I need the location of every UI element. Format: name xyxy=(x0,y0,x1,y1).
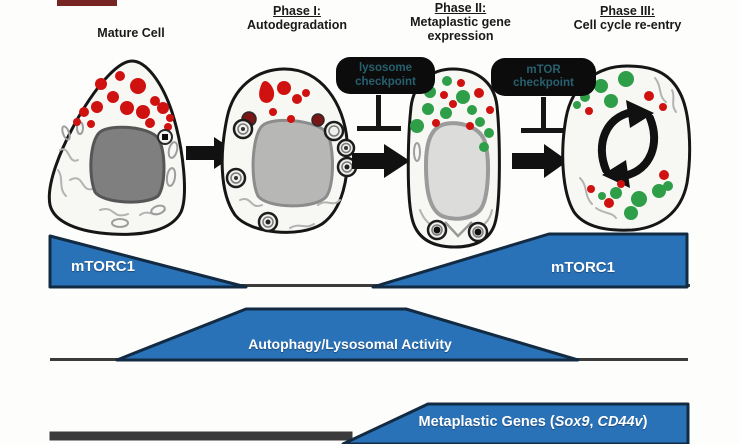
metaplastic-shape xyxy=(341,402,690,444)
stage-arrow-2 xyxy=(352,144,410,178)
metaplastic-gene1: Sox9 xyxy=(554,414,590,430)
lysosome-checkpoint-badge: lysosome checkpoint xyxy=(336,57,435,94)
mtorc1-band xyxy=(48,232,690,289)
stage-title-phase3: Phase III: Cell cycle re-entry xyxy=(545,4,710,32)
metaplastic-band-label: Metaplastic Genes (Sox9, CD44v) xyxy=(372,414,694,430)
mature-cell xyxy=(47,59,186,236)
lysosome-checkpoint-line2: checkpoint xyxy=(355,75,416,88)
phase3-label: Phase III: xyxy=(600,4,655,18)
cropped-edge-artifact xyxy=(57,0,117,6)
metaplastic-band xyxy=(49,402,690,444)
metaplastic-gene2: CD44v xyxy=(597,414,643,430)
phase1-label: Phase I: xyxy=(273,4,321,18)
stage-arrow-3 xyxy=(512,144,568,178)
stage-title-phase1: Phase I: Autodegradation xyxy=(222,4,372,32)
autophagy-band-label: Autophagy/Lysosomal Activity xyxy=(248,336,452,352)
autophagy-shape xyxy=(115,307,580,362)
mtorc1-left-label: mTORC1 xyxy=(71,258,135,275)
zymogen-granules xyxy=(73,71,174,131)
autophagy-band xyxy=(50,307,688,362)
metaplastic-label-suffix: ) xyxy=(642,414,648,430)
mtorc1-right-shape xyxy=(371,232,689,289)
remaining-granules xyxy=(241,81,325,127)
phase2-subtitle-line2: expression xyxy=(427,29,494,43)
phase3-subtitle: Cell cycle re-entry xyxy=(573,18,682,32)
mtor-checkpoint-badge: mTOR checkpoint xyxy=(491,58,596,96)
stage-title-line: Mature Cell xyxy=(97,26,165,40)
phase3-cell xyxy=(561,64,692,232)
phase1-subtitle: Autodegradation xyxy=(247,18,347,32)
stage-title-phase2: Phase II: Metaplastic gene expression xyxy=(388,1,533,43)
metaplastic-label-prefix: Metaplastic Genes ( xyxy=(418,414,555,430)
lysosome-checkpoint-inhibition-bar xyxy=(357,95,401,131)
phase1-cell-nucleus xyxy=(251,118,334,208)
mtor-checkpoint-inhibition-bar xyxy=(521,97,565,133)
phase2-label: Phase II: xyxy=(434,1,487,15)
mtor-checkpoint-line1: mTOR xyxy=(526,63,561,76)
phase2-cell-nucleus xyxy=(423,121,490,221)
phase2-subtitle-line1: Metaplastic gene xyxy=(410,15,511,29)
metaplastic-gene-dots xyxy=(410,76,494,152)
phase2-cell xyxy=(406,67,501,249)
phase1-cell xyxy=(220,67,358,234)
stage-title-mature-cell: Mature Cell xyxy=(56,26,206,40)
mtorc1-left-shape xyxy=(48,234,248,289)
metaplastic-label-separator: , xyxy=(589,414,598,430)
autolysosomes xyxy=(426,219,489,243)
mtor-checkpoint-line2: checkpoint xyxy=(513,77,574,89)
autophagosomes xyxy=(225,118,358,233)
mtorc1-right-label: mTORC1 xyxy=(551,259,615,276)
lysosome-checkpoint-line1: lysosome xyxy=(358,62,413,74)
mature-cell-nucleus xyxy=(89,125,166,204)
